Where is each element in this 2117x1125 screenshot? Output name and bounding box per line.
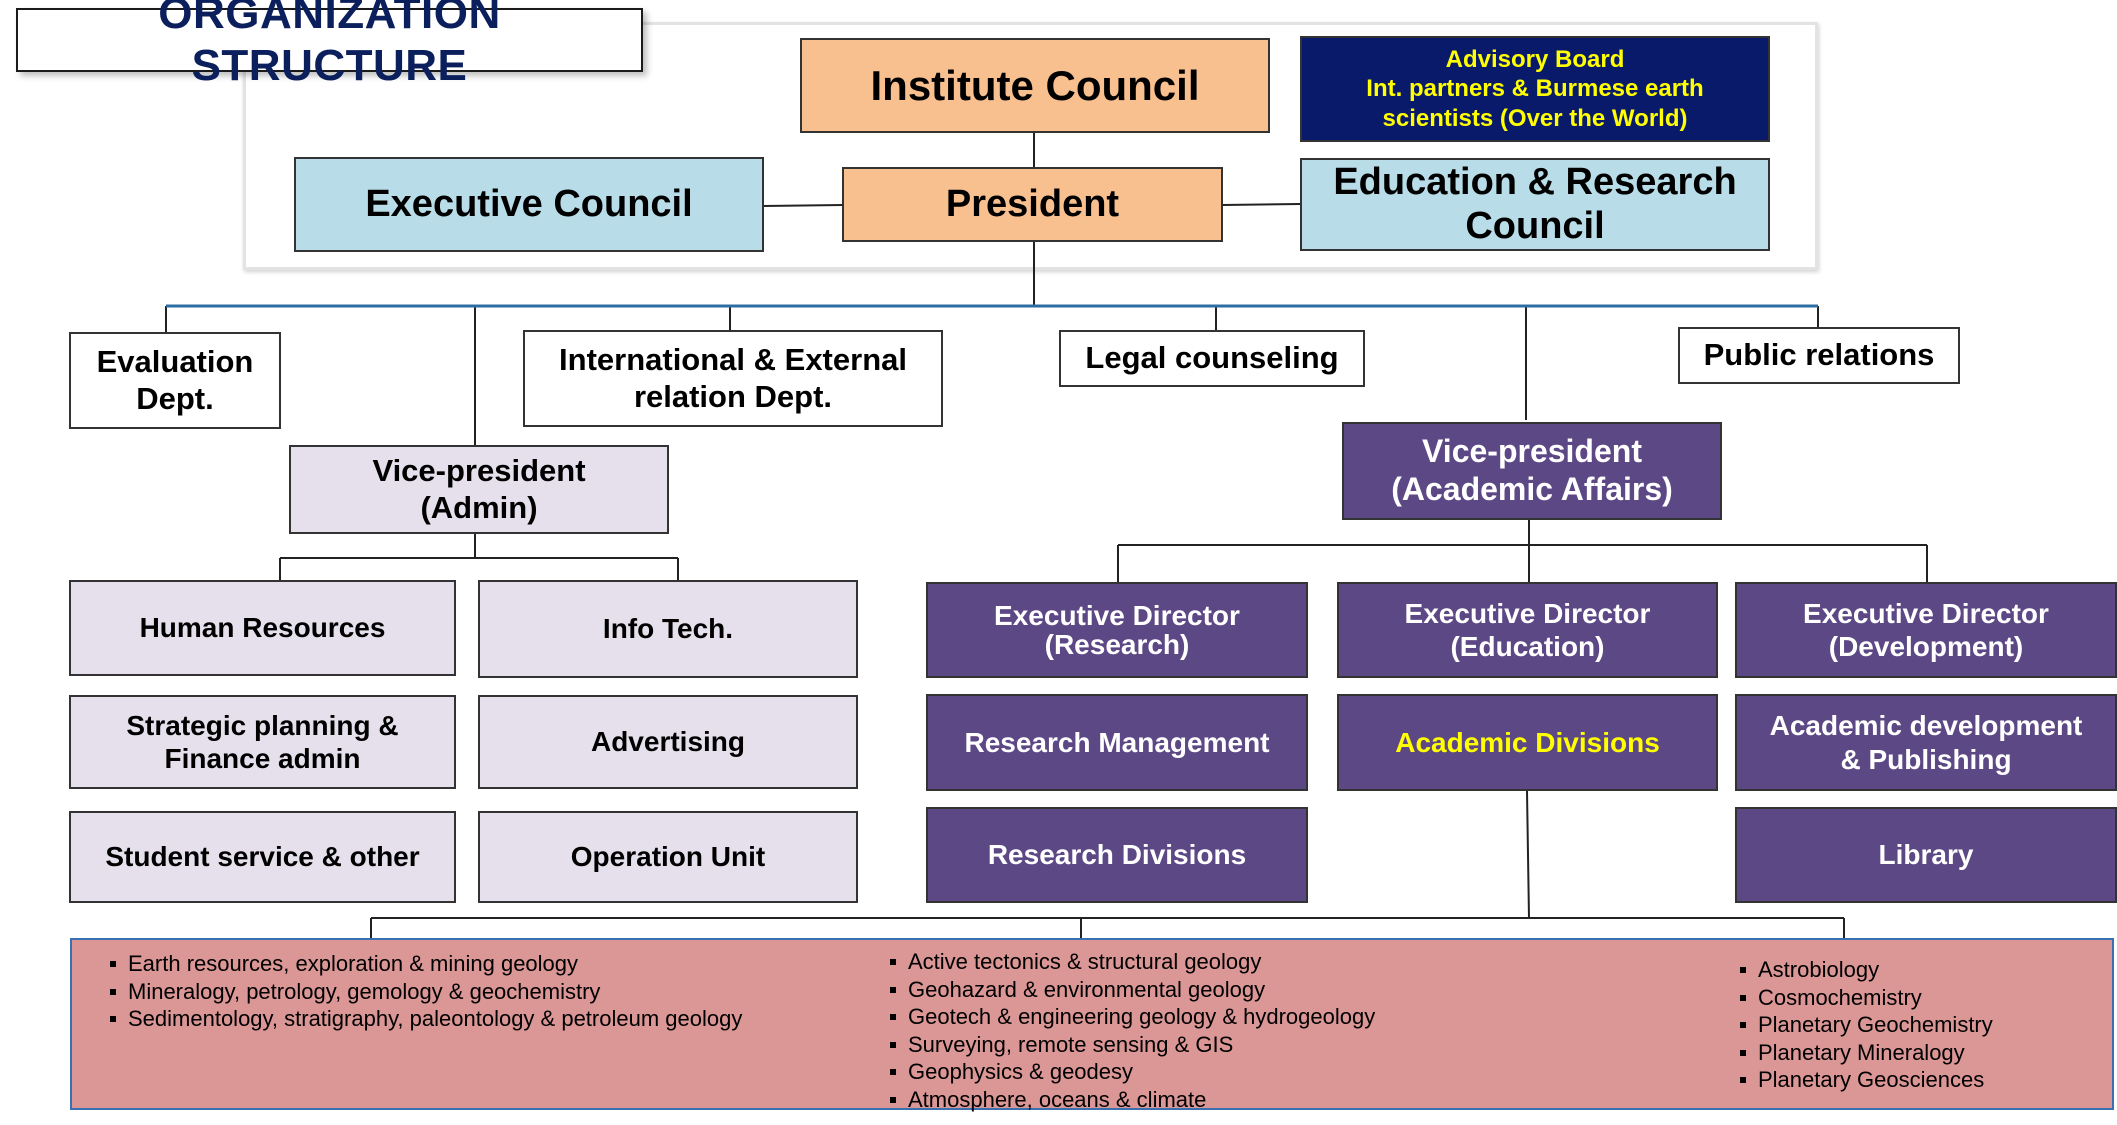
field-group-earth-systems: Active tectonics & structural geology Ge… xyxy=(888,948,1375,1113)
field-item: Atmosphere, oceans & climate xyxy=(888,1086,1375,1114)
field-item: Sedimentology, stratigraphy, paleontolog… xyxy=(108,1005,742,1033)
field-item: Active tectonics & structural geology xyxy=(888,948,1375,976)
exec-director-education-box: Executive Director (Education) xyxy=(1337,582,1718,678)
academic-development-box: Academic development & Publishing xyxy=(1735,694,2117,791)
research-divisions-box: Research Divisions xyxy=(926,807,1308,903)
field-group-geology: Earth resources, exploration & mining ge… xyxy=(108,950,742,1033)
human-resources-box: Human Resources xyxy=(69,580,456,676)
education-research-council-box: Education & Research Council xyxy=(1300,158,1770,251)
page-title: ORGANIZATION STRUCTURE xyxy=(16,0,643,90)
international-relations-dept-box: International & External relation Dept. xyxy=(523,330,943,427)
connector-edu-council xyxy=(1221,203,1301,206)
field-item: Planetary Geochemistry xyxy=(1738,1011,1993,1039)
field-item: Mineralogy, petrology, gemology & geoche… xyxy=(108,978,742,1006)
connector-exec-council xyxy=(762,204,844,207)
field-item: Geotech & engineering geology & hydrogeo… xyxy=(888,1003,1375,1031)
field-item: Astrobiology xyxy=(1738,956,1993,984)
field-item: Geophysics & geodesy xyxy=(888,1058,1375,1086)
vp-admin-box: Vice-president (Admin) xyxy=(289,445,669,534)
evaluation-dept-box: Evaluation Dept. xyxy=(69,332,281,429)
vp-academic-box: Vice-president (Academic Affairs) xyxy=(1342,422,1722,520)
research-management-box: Research Management xyxy=(926,694,1308,791)
exec-director-research-box: Executive Director (Research) xyxy=(926,582,1308,678)
legal-counseling-box: Legal counseling xyxy=(1059,330,1365,387)
academic-divisions-box: Academic Divisions xyxy=(1337,694,1718,791)
field-item: Cosmochemistry xyxy=(1738,984,1993,1012)
executive-council-box: Executive Council xyxy=(294,157,764,252)
president-box: President xyxy=(842,167,1223,242)
exec-director-development-box: Executive Director (Development) xyxy=(1735,582,2117,678)
field-group-planetary: Astrobiology Cosmochemistry Planetary Ge… xyxy=(1738,956,1993,1094)
field-item: Surveying, remote sensing & GIS xyxy=(888,1031,1375,1059)
advertising-box: Advertising xyxy=(478,695,858,789)
library-box: Library xyxy=(1735,807,2117,903)
strategic-planning-box: Strategic planning & Finance admin xyxy=(69,695,456,789)
institute-council-box: Institute Council xyxy=(800,38,1270,133)
info-tech-box: Info Tech. xyxy=(478,580,858,678)
connector-academic-divisions-down xyxy=(1526,790,1530,919)
public-relations-box: Public relations xyxy=(1678,327,1960,384)
field-item: Geohazard & environmental geology xyxy=(888,976,1375,1004)
operation-unit-box: Operation Unit xyxy=(478,811,858,903)
advisory-board-box: Advisory Board Int. partners & Burmese e… xyxy=(1300,36,1770,142)
academic-fields-box: Earth resources, exploration & mining ge… xyxy=(70,938,2114,1113)
student-service-box: Student service & other xyxy=(69,811,456,903)
field-item: Planetary Mineralogy xyxy=(1738,1039,1993,1067)
field-item: Earth resources, exploration & mining ge… xyxy=(108,950,742,978)
field-item: Planetary Geosciences xyxy=(1738,1066,1993,1094)
